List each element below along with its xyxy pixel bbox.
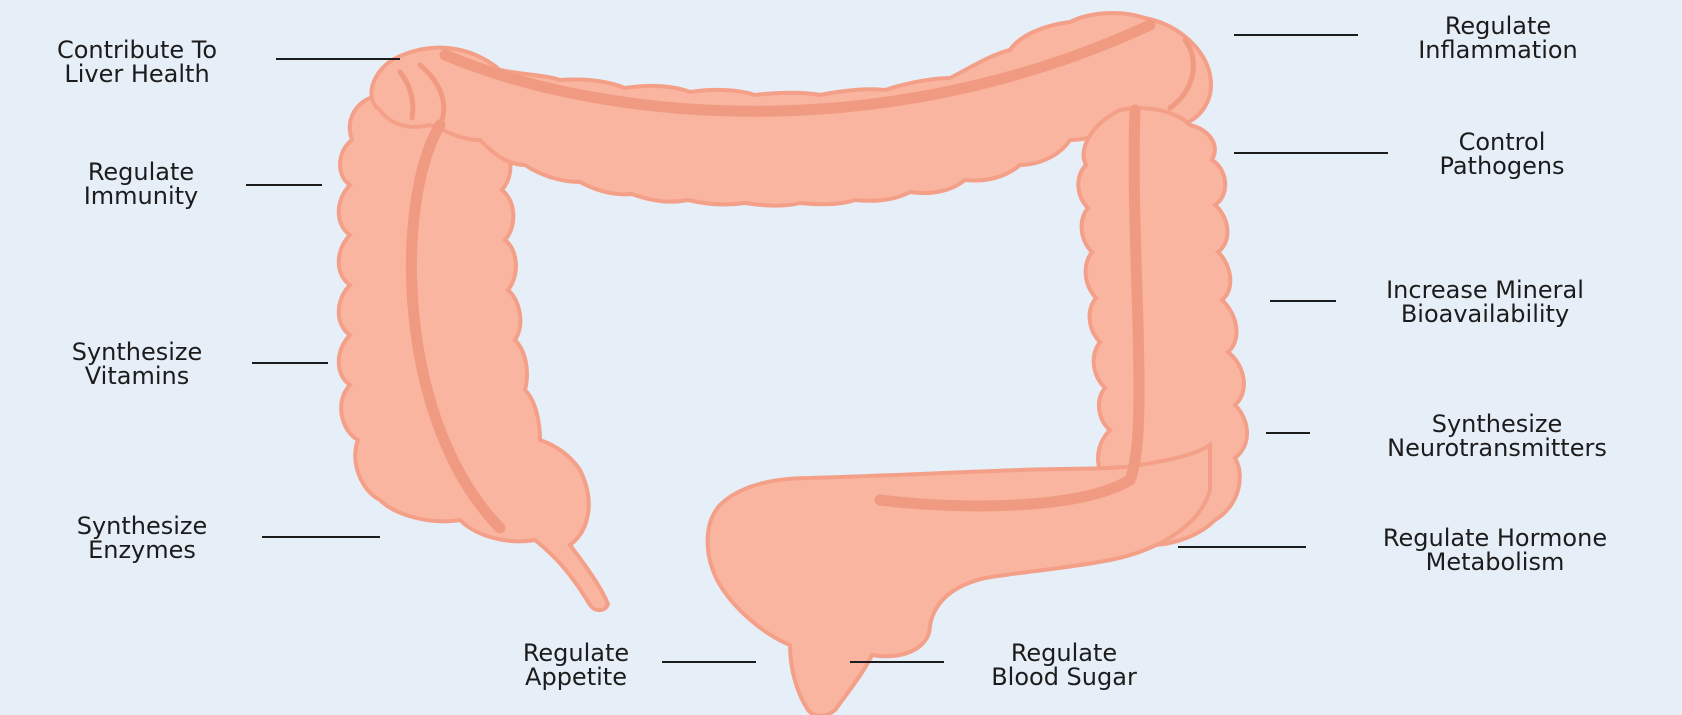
label-regulate-appetite-line1: Regulate xyxy=(494,641,658,665)
label-synthesize-enzymes-line2: Enzymes xyxy=(30,538,254,562)
label-synthesize-vitamins-line1: Synthesize xyxy=(28,340,246,364)
leader-pathogens xyxy=(1234,152,1388,154)
label-control-pathogens-line2: Pathogens xyxy=(1392,154,1612,178)
label-synthesize-neurotransmitters-line2: Neurotransmitters xyxy=(1318,436,1676,460)
label-regulate-blood-sugar-line2: Blood Sugar xyxy=(950,665,1178,689)
label-regulate-inflammation-line1: Regulate xyxy=(1368,14,1628,38)
large-intestine-illustration xyxy=(339,13,1247,715)
label-synthesize-neurotransmitters-line1: Synthesize xyxy=(1318,412,1676,436)
label-hormone-metabolism-line1: Regulate Hormone xyxy=(1314,526,1676,550)
leader-appetite xyxy=(662,661,756,663)
label-synthesize-neurotransmitters: Synthesize Neurotransmitters xyxy=(1318,412,1676,460)
label-regulate-blood-sugar-line1: Regulate xyxy=(950,641,1178,665)
label-regulate-inflammation: Regulate Inflammation xyxy=(1368,14,1628,62)
leader-vitamins xyxy=(252,362,328,364)
leader-neuro xyxy=(1266,432,1310,434)
label-regulate-immunity-line1: Regulate xyxy=(44,160,238,184)
leader-sugar xyxy=(850,661,944,663)
label-mineral-bioavailability-line2: Bioavailability xyxy=(1338,302,1632,326)
label-synthesize-enzymes: Synthesize Enzymes xyxy=(30,514,254,562)
label-liver-health: Contribute To Liver Health xyxy=(6,38,268,86)
label-regulate-inflammation-line2: Inflammation xyxy=(1368,38,1628,62)
label-mineral-bioavailability: Increase Mineral Bioavailability xyxy=(1338,278,1632,326)
label-hormone-metabolism-line2: Metabolism xyxy=(1314,550,1676,574)
label-regulate-blood-sugar: Regulate Blood Sugar xyxy=(950,641,1178,689)
label-regulate-appetite-line2: Appetite xyxy=(494,665,658,689)
leader-enzymes xyxy=(262,536,380,538)
label-hormone-metabolism: Regulate Hormone Metabolism xyxy=(1314,526,1676,574)
leader-inflammation xyxy=(1234,34,1358,36)
label-synthesize-vitamins-line2: Vitamins xyxy=(28,364,246,388)
label-synthesize-vitamins: Synthesize Vitamins xyxy=(28,340,246,388)
label-regulate-immunity-line2: Immunity xyxy=(44,184,238,208)
label-mineral-bioavailability-line1: Increase Mineral xyxy=(1338,278,1632,302)
label-liver-health-line2: Liver Health xyxy=(6,62,268,86)
leader-liver xyxy=(276,58,400,60)
label-regulate-appetite: Regulate Appetite xyxy=(494,641,658,689)
label-control-pathogens-line1: Control xyxy=(1392,130,1612,154)
label-synthesize-enzymes-line1: Synthesize xyxy=(30,514,254,538)
leader-immunity xyxy=(246,184,322,186)
label-liver-health-line1: Contribute To xyxy=(6,38,268,62)
label-regulate-immunity: Regulate Immunity xyxy=(44,160,238,208)
leader-hormone xyxy=(1178,546,1306,548)
leader-mineral xyxy=(1270,300,1336,302)
label-control-pathogens: Control Pathogens xyxy=(1392,130,1612,178)
